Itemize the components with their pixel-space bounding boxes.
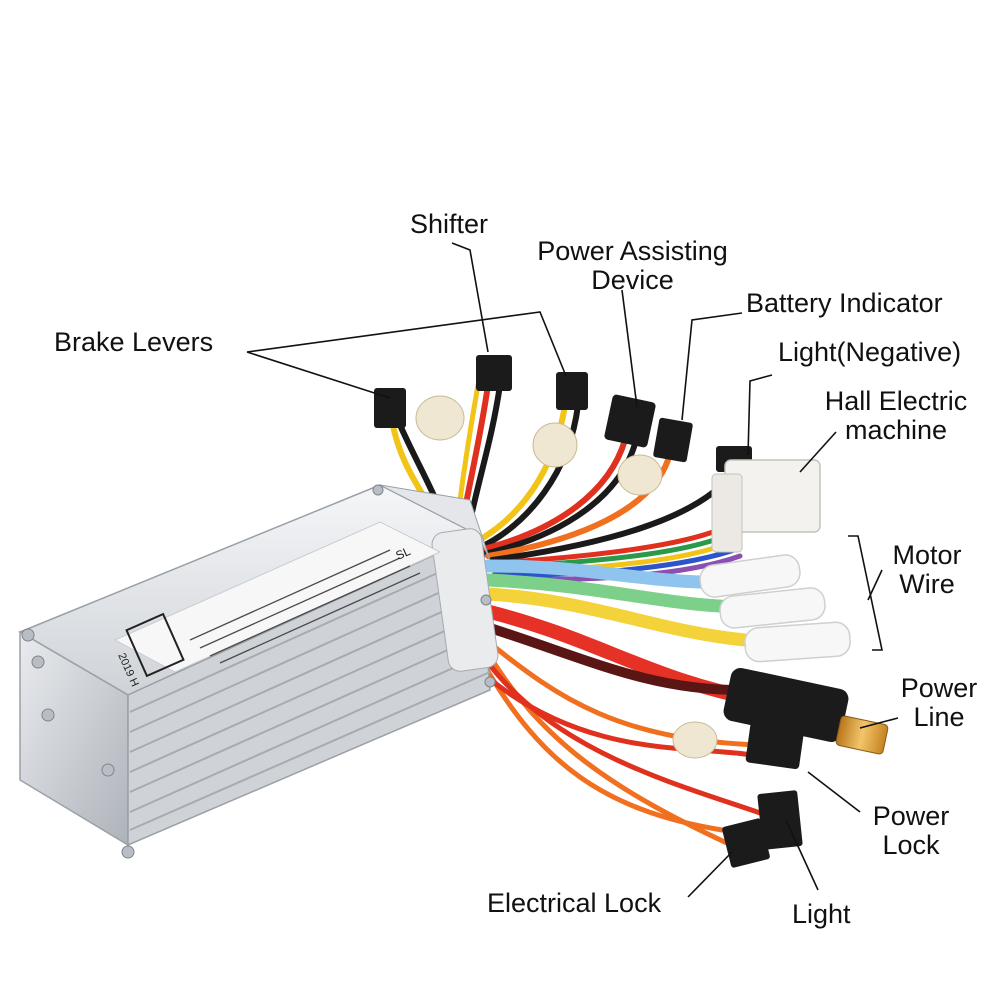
label-brake-levers: Brake Levers xyxy=(54,327,214,357)
screw-5 xyxy=(121,845,135,859)
wire-assist-a xyxy=(477,437,628,553)
label-hall-electric-machine: Hall Electric machine xyxy=(802,387,990,445)
label-battery-indicator: Battery Indicator xyxy=(746,288,943,318)
callout-motor-bracket xyxy=(848,535,883,651)
connector-shifter xyxy=(476,355,512,391)
wire-hall-d xyxy=(491,545,743,578)
screw-4 xyxy=(101,763,115,777)
label-motor-line1: Motor xyxy=(892,540,962,570)
callout-hall xyxy=(799,431,837,473)
callout-light xyxy=(785,819,819,891)
callout-power-lock xyxy=(807,771,861,813)
tape-3 xyxy=(617,454,663,496)
label-motor-line2: Wire xyxy=(899,569,955,599)
sleeve-motor-3 xyxy=(744,621,851,663)
label-power-lock-line2: Lock xyxy=(882,830,940,860)
screw-8 xyxy=(484,676,496,688)
connector-hall-housing xyxy=(711,473,743,553)
screw-6 xyxy=(372,484,384,496)
label-motor-wire: Motor Wire xyxy=(872,541,982,599)
connector-electrical-lock xyxy=(722,818,770,868)
callout-electrical-lock xyxy=(687,851,733,898)
label-light-negative: Light(Negative) xyxy=(778,337,962,367)
housing-sticker xyxy=(113,521,442,673)
wire-brake-right-b xyxy=(472,402,581,553)
label-shifter: Shifter xyxy=(410,209,489,239)
screw-7 xyxy=(480,594,492,606)
label-power-line-line2: Line xyxy=(913,702,965,732)
callout-motor xyxy=(867,569,883,601)
controller-housing: SL 2019 H xyxy=(18,484,499,859)
label-hall-line1: Hall Electric xyxy=(824,386,968,416)
label-hall-line2: machine xyxy=(844,415,948,445)
label-power-assisting-device: Power Assisting Device xyxy=(510,237,755,295)
tape-1 xyxy=(415,395,465,441)
label-electrical-lock: Electrical Lock xyxy=(487,888,662,918)
terminal-power-line xyxy=(835,715,889,755)
sticker-print-lines xyxy=(189,549,421,664)
tape-4 xyxy=(672,721,718,759)
connector-power-lock xyxy=(745,718,805,770)
label-power-lock: Power Lock xyxy=(856,802,966,860)
label-light: Light xyxy=(792,899,851,929)
wire-power-dark xyxy=(485,623,745,695)
callout-light-negative xyxy=(747,374,773,456)
connector-brake-left xyxy=(374,388,406,428)
label-power-line: Power Line xyxy=(884,674,994,732)
screw-2 xyxy=(31,655,45,669)
sleeve-motor-2 xyxy=(719,587,826,629)
wire-motor-green xyxy=(481,573,747,614)
callout-shifter xyxy=(451,242,489,353)
label-power-lock-line1: Power xyxy=(872,801,950,831)
screw-1 xyxy=(21,628,35,642)
callout-battery-indicator xyxy=(681,312,743,421)
wire-lock-c xyxy=(483,657,783,823)
label-power-line-line1: Power xyxy=(900,673,978,703)
sticker-barcode xyxy=(125,612,185,678)
connector-power-assist xyxy=(604,394,656,448)
sticker-brand-mark: SL xyxy=(394,544,413,563)
tape-wraps xyxy=(415,395,718,759)
callout-lines xyxy=(246,242,899,898)
housing-end-cap xyxy=(379,484,491,561)
label-power-assisting-line1: Power Assisting xyxy=(537,236,728,266)
callout-power-assisting xyxy=(621,289,638,408)
callout-power-line xyxy=(859,717,899,729)
connector-brake-right xyxy=(556,372,588,410)
housing-fins xyxy=(129,551,491,831)
connectors xyxy=(374,355,889,868)
connector-light xyxy=(757,790,803,850)
tape-2 xyxy=(532,422,578,468)
callout-brake-levers xyxy=(246,311,567,399)
screw-3 xyxy=(41,708,55,722)
label-power-assisting-line2: Device xyxy=(591,265,674,295)
wire-motor-yellow xyxy=(481,587,752,647)
wire-lock-d xyxy=(483,665,725,833)
connector-battery-indicator xyxy=(653,417,693,463)
sleeve-motor-1 xyxy=(699,554,801,598)
